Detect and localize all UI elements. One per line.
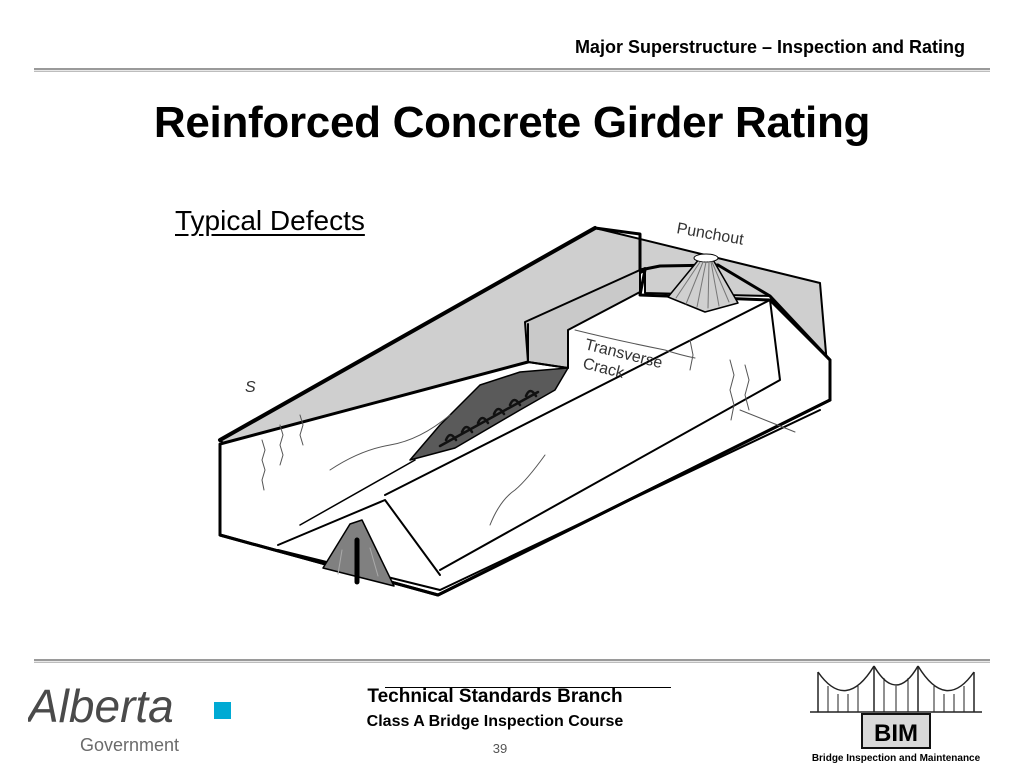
- footer-course-name: Class A Bridge Inspection Course: [366, 713, 624, 730]
- s-mark-label: S: [245, 379, 256, 396]
- svg-text:Bridge Inspection and Maintena: Bridge Inspection and Maintenance: [812, 753, 981, 764]
- footer-branch-name: Technical Standards Branch: [367, 686, 623, 707]
- bim-logo: BIM Bridge Inspection and Maintenance: [810, 665, 982, 764]
- section-header-title: Major Superstructure – Inspection and Ra…: [574, 37, 965, 57]
- svg-text:BIM: BIM: [874, 720, 918, 747]
- alberta-logo-accent-square: [214, 702, 231, 719]
- slide-subtitle: Typical Defects: [175, 205, 365, 236]
- girder-defects-diagram: Punchout Transverse Crack S: [218, 220, 832, 597]
- svg-text:Government: Government: [80, 735, 179, 755]
- footer-separator: [385, 687, 671, 688]
- svg-text:Alberta: Alberta: [28, 680, 174, 732]
- slide-title: Reinforced Concrete Girder Rating: [153, 98, 871, 147]
- page-number: 39: [492, 741, 508, 756]
- bottom-divider: [34, 659, 990, 663]
- punchout-label: Punchout: [675, 220, 745, 249]
- exposed-rebar-icon: [438, 389, 540, 448]
- punchout-cone-icon: [667, 253, 739, 313]
- top-divider: [34, 68, 990, 72]
- alberta-government-logo: Alberta Government: [28, 680, 231, 755]
- spall-cone-icon: [322, 519, 395, 587]
